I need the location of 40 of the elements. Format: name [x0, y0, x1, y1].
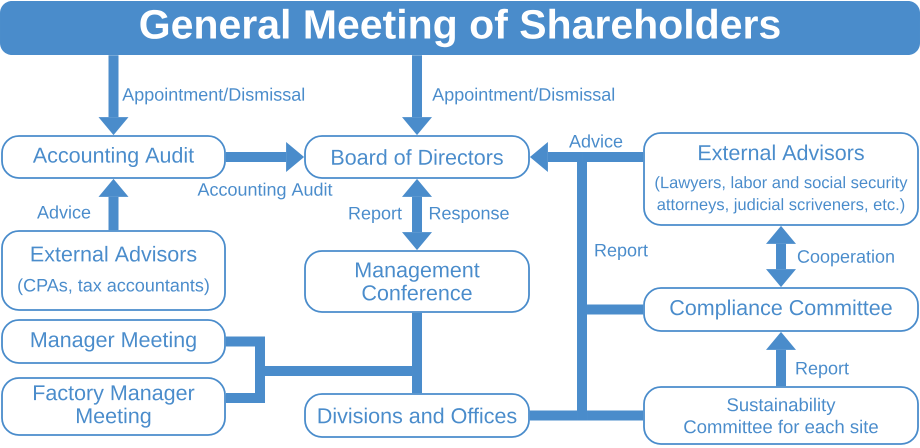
rounded-box: Divisions and Offices	[304, 393, 530, 438]
connector-line	[577, 314, 587, 420]
rounded-box: External Advisors (CPAs, tax accountants)	[1, 230, 226, 311]
title-banner: General Meeting of Shareholders	[0, 1, 920, 55]
connector-line	[412, 312, 422, 366]
connector-line	[587, 410, 644, 420]
connector-line	[255, 366, 412, 376]
edge-label: Report	[349, 206, 402, 224]
arrow	[98, 55, 128, 136]
arrow	[766, 332, 796, 386]
arrow	[226, 142, 304, 172]
rounded-box: Compliance Committee	[643, 287, 919, 332]
arrow	[530, 142, 582, 172]
edge-label: Report	[796, 362, 849, 378]
connector-line	[412, 366, 422, 394]
arrow	[98, 178, 128, 230]
arrow	[766, 226, 796, 288]
connector-line	[577, 162, 587, 314]
edge-label: Accounting Audit	[198, 182, 332, 200]
edge-label: Advice	[569, 134, 622, 148]
connector-line	[226, 376, 265, 403]
connector-line	[226, 336, 265, 366]
rounded-box: Board of Directors	[304, 135, 530, 179]
rounded-box: Sustainability Committee for each site	[643, 386, 919, 445]
arrow	[402, 178, 432, 250]
edge-label: Advice	[37, 205, 90, 219]
rounded-box: Factory Manager Meeting	[1, 377, 226, 436]
rounded-box: Accounting Audit	[1, 135, 226, 179]
edge-label: Appointment/Dismissal	[122, 88, 304, 104]
arrow-label: Response	[430, 206, 509, 224]
rounded-box: Manager Meeting	[1, 319, 226, 364]
rounded-box: Management Conference	[304, 250, 530, 313]
connector-line	[582, 152, 644, 162]
connector-line	[530, 410, 577, 420]
rounded-box: External Advisors (Lawyers, labor and social security attorneys, judicial scriveners, etc.)	[643, 132, 919, 226]
arrow	[402, 55, 432, 136]
edge-label: Cooperation	[798, 250, 894, 266]
edge-label: Appointment/Dismissal	[432, 88, 614, 104]
edge-label: Report	[595, 244, 648, 260]
connector-line	[587, 304, 644, 314]
